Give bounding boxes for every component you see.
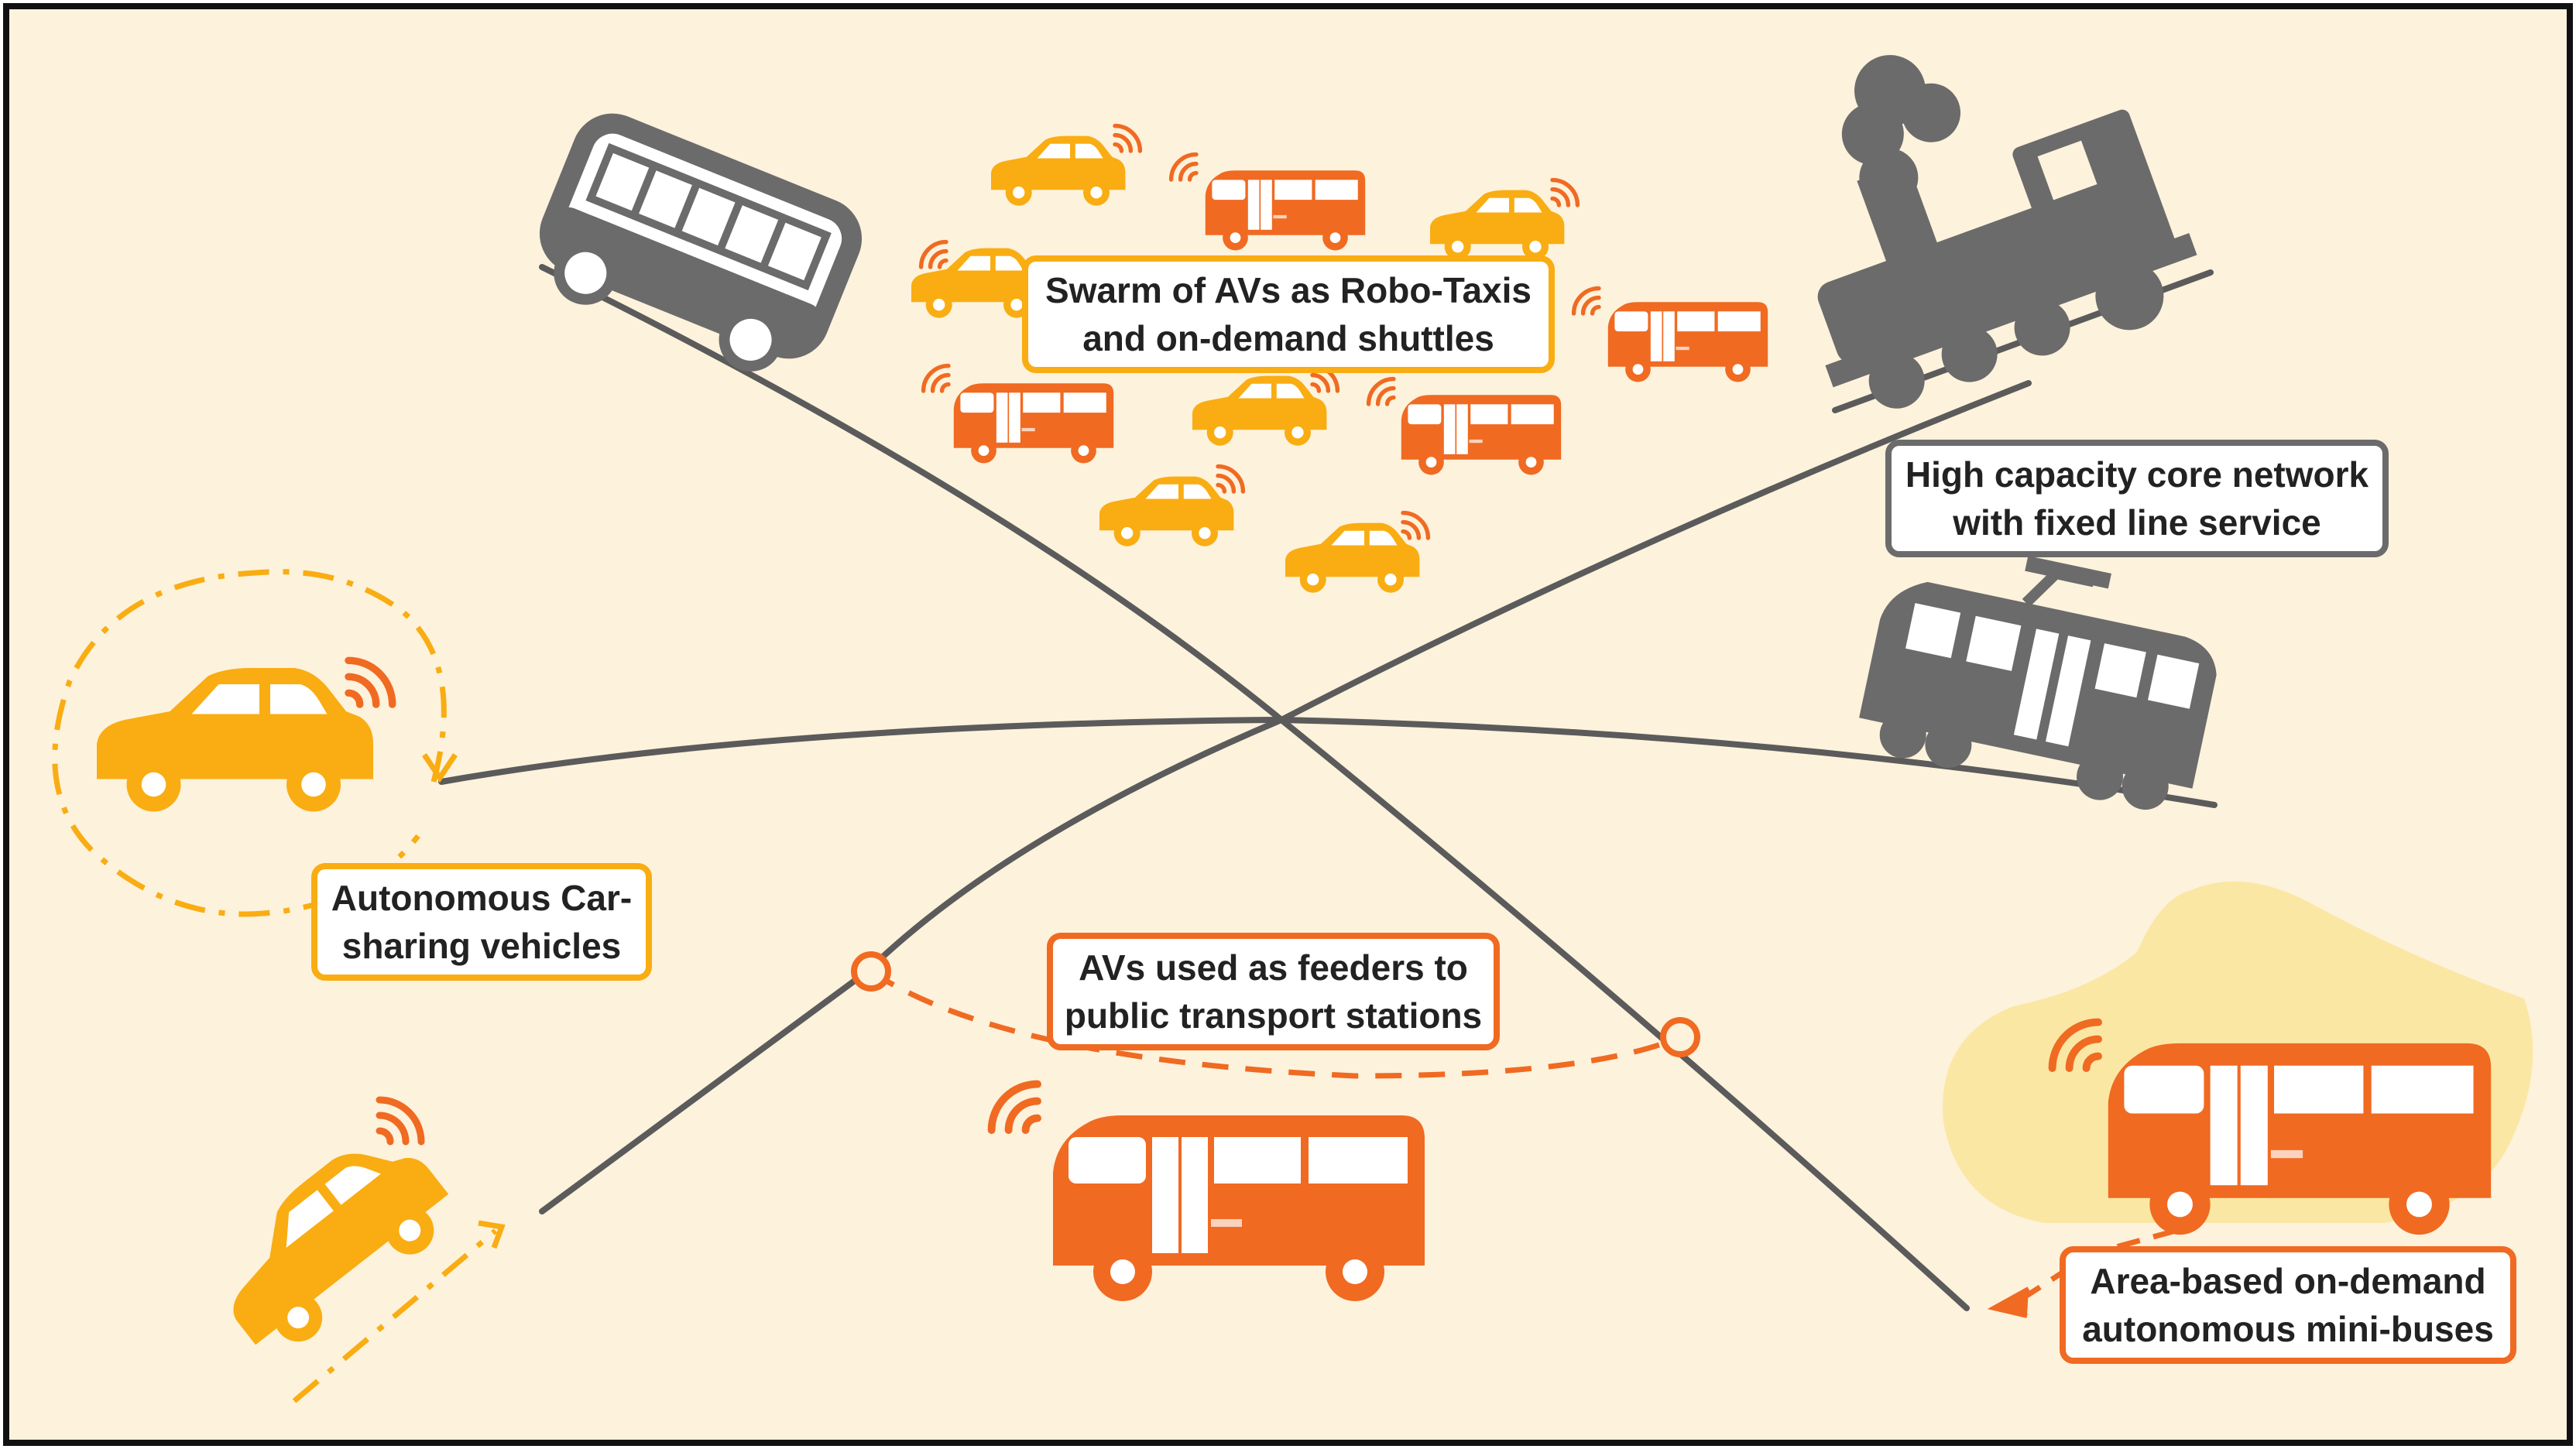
steam-train-icon xyxy=(1817,55,2197,409)
feeders-label-line1: AVs used as feeders to xyxy=(1079,947,1468,988)
swarm-label-line2: and on-demand shuttles xyxy=(1082,318,1494,358)
feeders-label-line2: public transport stations xyxy=(1064,995,1483,1036)
carsharing-loop xyxy=(52,569,447,917)
core-network-label: High capacity core network with fixed li… xyxy=(1885,440,2389,557)
station-circle-icon xyxy=(1660,1017,1700,1057)
feeders-label: AVs used as feeders to public transport … xyxy=(1047,933,1500,1050)
minibus-label-line2: autonomous mini-buses xyxy=(2082,1309,2494,1349)
carsharing-label-line1: Autonomous Car- xyxy=(331,878,633,918)
swarm-label-line1: Swarm of AVs as Robo-Taxis xyxy=(1045,270,1532,310)
minibus-label-line1: Area-based on-demand xyxy=(2090,1261,2486,1301)
core-network-label-line1: High capacity core network xyxy=(1905,454,2369,495)
arrow-icon xyxy=(478,1220,506,1249)
feeder-route xyxy=(870,969,1682,1079)
arrow-icon xyxy=(1987,1286,2030,1318)
car-trail xyxy=(292,1228,498,1403)
carsharing-label-line2: sharing vehicles xyxy=(341,926,622,966)
swarm-label: Swarm of AVs as Robo-Taxis and on-demand… xyxy=(1022,255,1555,373)
core-network-label-line2: with fixed line service xyxy=(1953,502,2321,543)
road-horizontal xyxy=(438,716,2218,808)
carsharing-label: Autonomous Car- sharing vehicles xyxy=(311,863,652,981)
bus-icon xyxy=(539,113,863,372)
station-circle-icon xyxy=(851,951,891,992)
chevron-down-icon xyxy=(422,753,458,783)
tram-icon xyxy=(1859,556,2217,810)
road-rail-diagonal xyxy=(539,380,2032,1214)
minibus-label: Area-based on-demand autonomous mini-bus… xyxy=(2060,1246,2516,1364)
